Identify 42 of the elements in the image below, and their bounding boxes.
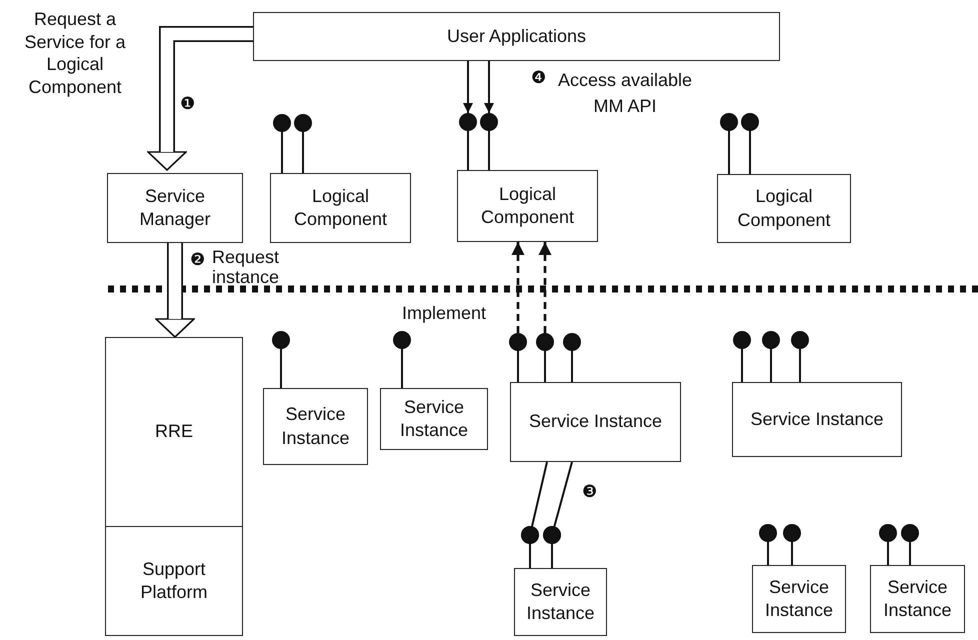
step-number: ❹ — [531, 68, 546, 90]
component-box — [105, 337, 243, 527]
component-box — [717, 174, 851, 243]
step-number: ❸ — [582, 482, 598, 504]
component-box — [870, 565, 965, 633]
arrow — [538, 242, 552, 333]
arrow — [463, 61, 473, 113]
arrow — [512, 242, 524, 333]
hollow-arrow — [155, 243, 195, 338]
step-number: ❷ — [190, 250, 206, 272]
component-box — [263, 388, 368, 465]
component-box — [270, 173, 411, 243]
hollow-arrow — [147, 26, 253, 171]
box-label: Service Instance — [528, 410, 662, 434]
box-label: Service Instance — [398, 396, 470, 442]
annotation-text: Implement — [402, 302, 486, 324]
annotation-text: Access available MM API — [556, 69, 694, 118]
component-box — [732, 382, 902, 457]
box-label: Service Instance — [750, 408, 884, 431]
box-label: Logical Component — [736, 185, 832, 232]
arrow — [484, 61, 494, 113]
component-box — [105, 526, 243, 636]
step-number: ❶ — [180, 94, 196, 116]
box-label: Logical Component — [292, 184, 388, 231]
box-label: Service Manager — [138, 184, 212, 231]
component-box — [510, 382, 681, 462]
component-box — [457, 170, 598, 242]
box-label: Logical Component — [480, 182, 576, 229]
component-box — [514, 568, 607, 636]
box-label: Service Instance — [764, 576, 834, 622]
box-label: Service Instance — [280, 403, 351, 450]
component-box — [380, 388, 488, 450]
annotation-text: Request a Service for a Logical Component — [23, 8, 127, 98]
annotation-text: Request instance — [212, 248, 280, 288]
box-label: Service Instance — [882, 576, 953, 622]
component-box — [253, 12, 780, 61]
component-box — [107, 173, 243, 243]
box-label: RRE — [154, 420, 193, 444]
box-label: Service Instance — [525, 578, 596, 625]
component-box — [752, 565, 846, 633]
box-label: Support Platform — [139, 558, 209, 604]
box-label: User Applications — [446, 24, 586, 48]
